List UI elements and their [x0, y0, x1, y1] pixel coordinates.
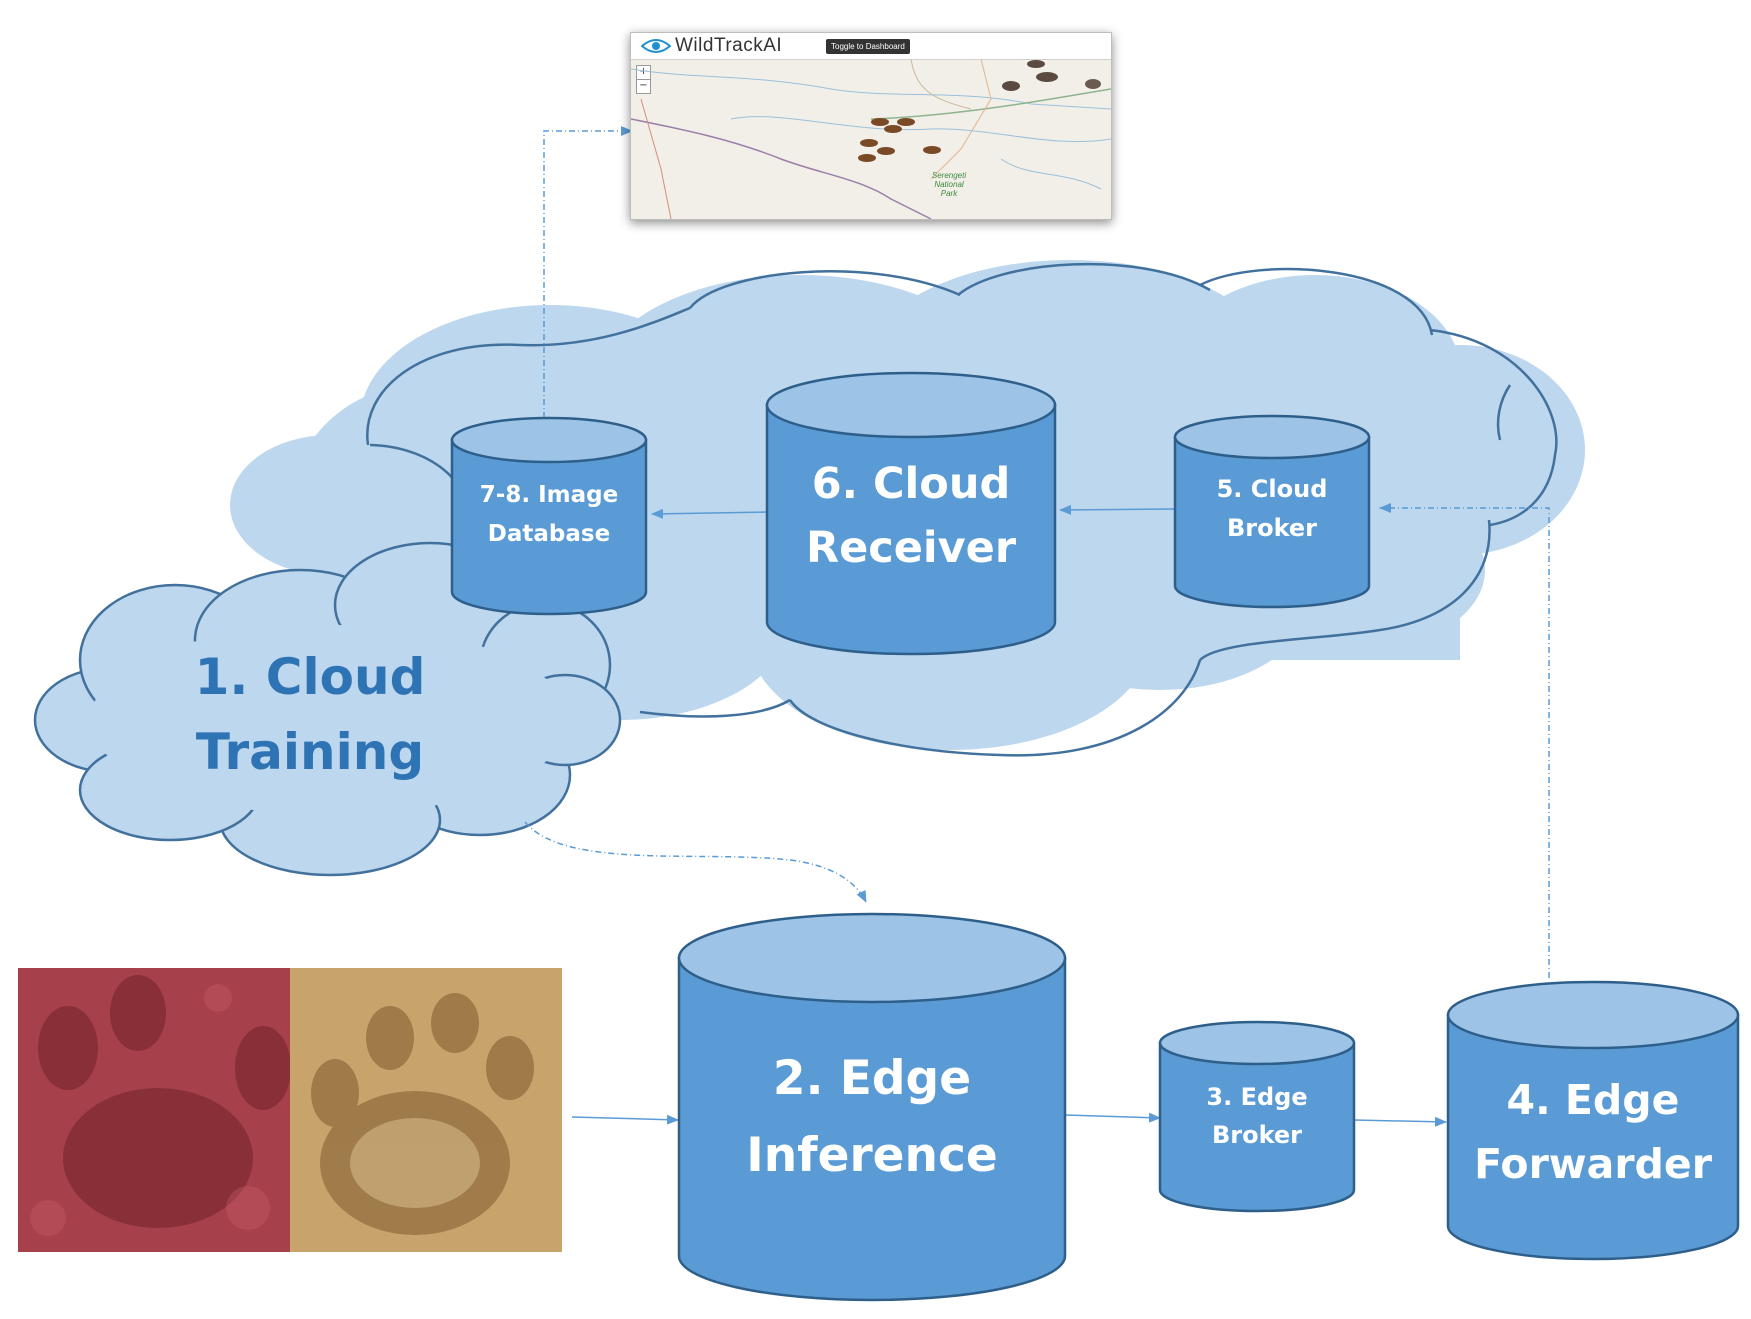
dashboard-map-screenshot: WildTrackAI Toggle to Dashboard + − — [630, 32, 1112, 220]
arrow-image-database-to-dashboard — [543, 126, 633, 418]
cylinder-edge-forwarder — [1446, 980, 1740, 1261]
arrow-cloud-receiver-to-image-database — [651, 508, 768, 519]
park-label-line2: National — [934, 180, 964, 190]
arrows — [524, 126, 1550, 1127]
label-image-database-line1: 7-8. Image — [479, 482, 619, 508]
arrow-cloud-training-to-edge-inference — [524, 821, 867, 903]
cylinder-edge-broker — [1158, 1020, 1356, 1213]
cylinder-edge-inference — [677, 912, 1067, 1302]
label-cloud-broker-line2: Broker — [1226, 514, 1318, 542]
cylinder-image-database — [450, 416, 648, 616]
label-cloud-receiver: 6. Cloud Receiver — [767, 452, 1055, 580]
dashboard-brand: WildTrackAI — [675, 35, 783, 56]
label-cloud-training: 1. Cloud Training — [150, 640, 470, 790]
cylinder-cloud-receiver — [765, 371, 1057, 656]
toggle-dashboard-button[interactable]: Toggle to Dashboard — [826, 39, 910, 54]
dashboard-header: WildTrackAI Toggle to Dashboard — [631, 33, 1111, 60]
label-cloud-training-line1: 1. Cloud — [194, 648, 426, 706]
cloud-training-shape — [33, 541, 622, 877]
label-edge-forwarder: 4. Edge Forwarder — [1448, 1068, 1738, 1196]
label-cloud-receiver-line2: Receiver — [805, 523, 1017, 573]
label-edge-broker: 3. Edge Broker — [1160, 1078, 1354, 1154]
paw-print-photo-red-soil — [18, 968, 290, 1252]
arrow-edge-broker-to-edge-forwarder — [1353, 1116, 1447, 1127]
label-edge-forwarder-line1: 4. Edge — [1506, 1076, 1680, 1124]
park-label-line1: Serengeti — [931, 171, 967, 180]
label-cloud-broker: 5. Cloud Broker — [1175, 470, 1369, 548]
label-image-database: 7-8. Image Database — [452, 476, 646, 554]
paw-print-photo-sand — [290, 968, 562, 1252]
arrow-cloud-broker-to-cloud-receiver — [1059, 504, 1176, 515]
label-cloud-broker-line1: 5. Cloud — [1216, 475, 1328, 503]
map-tiles — [631, 59, 1111, 219]
label-edge-forwarder-line2: Forwarder — [1474, 1140, 1712, 1188]
arrow-edge-forwarder-to-cloud-broker — [1379, 503, 1550, 978]
arrow-edge-inference-to-edge-broker — [1065, 1112, 1161, 1123]
label-edge-broker-line1: 3. Edge — [1206, 1083, 1308, 1111]
park-label-line3: Park — [940, 189, 958, 199]
label-edge-inference: 2. Edge Inference — [679, 1040, 1065, 1194]
label-edge-broker-line2: Broker — [1211, 1121, 1303, 1149]
park-label: Serengeti National Park — [927, 171, 971, 199]
label-cloud-training-line2: Training — [195, 723, 425, 781]
label-cloud-receiver-line1: 6. Cloud — [811, 459, 1011, 509]
eye-logo-icon — [641, 39, 671, 53]
zoom-out-button[interactable]: − — [636, 79, 651, 94]
arrow-paw-to-edge-inference — [571, 1114, 679, 1125]
label-image-database-line2: Database — [487, 521, 611, 547]
cylinder-cloud-broker — [1173, 414, 1371, 609]
label-edge-inference-line1: 2. Edge — [772, 1051, 972, 1106]
animal-markers — [858, 60, 1101, 162]
label-edge-inference-line2: Inference — [746, 1128, 998, 1183]
